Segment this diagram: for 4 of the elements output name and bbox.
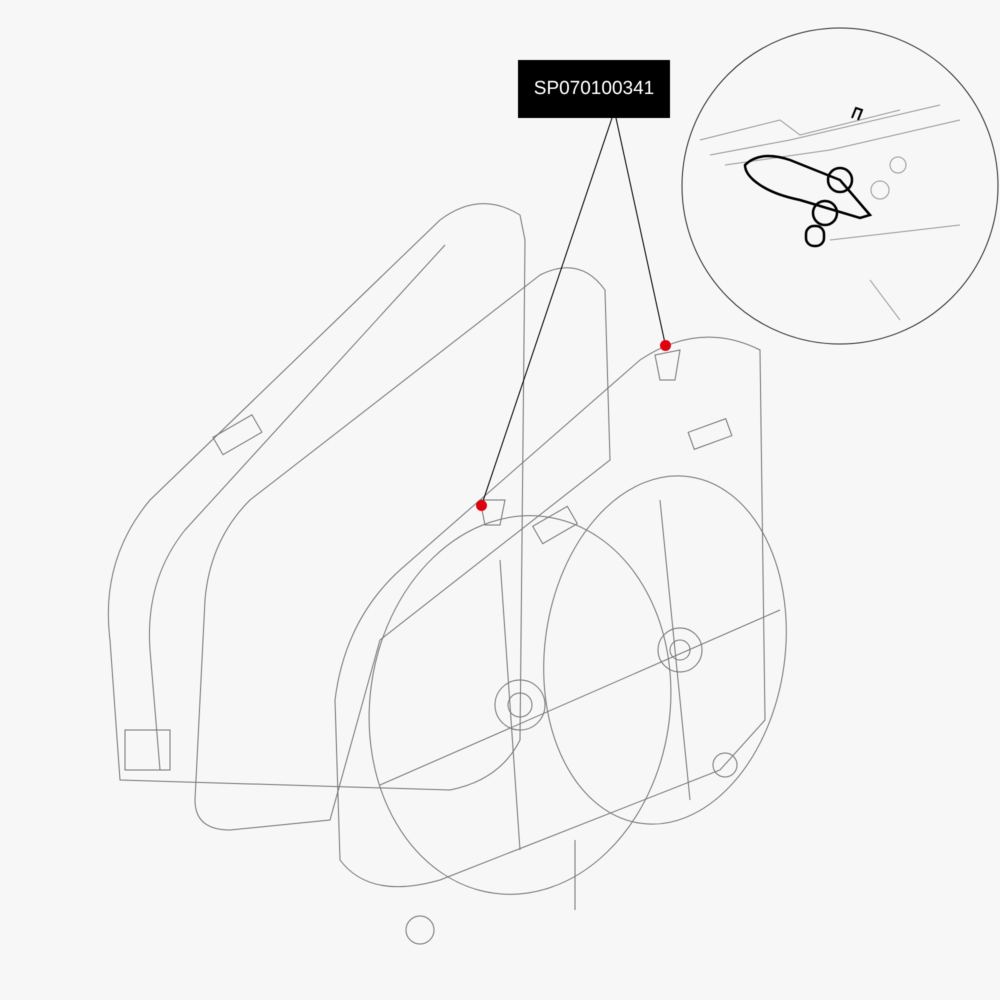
marker-dot — [660, 340, 671, 351]
leader-line — [482, 118, 612, 501]
marker-dot — [476, 500, 487, 511]
part-number-label: SP070100341 — [518, 60, 670, 118]
